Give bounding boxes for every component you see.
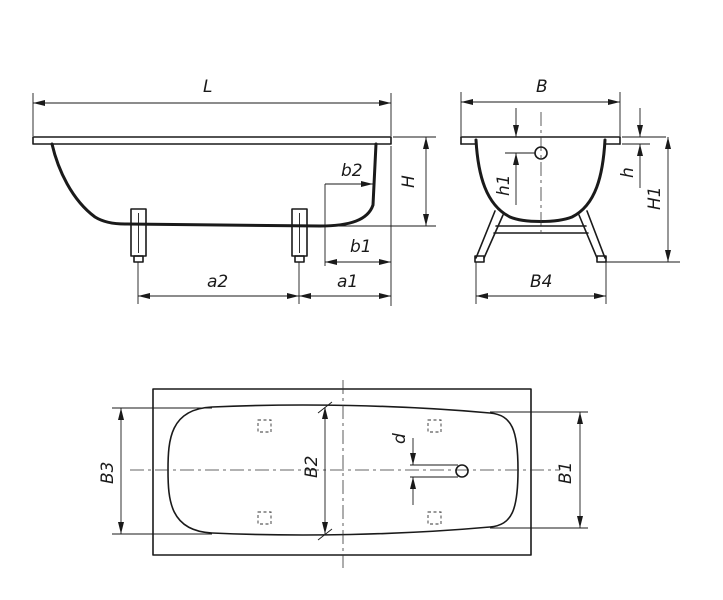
dim-label-h: h	[618, 167, 638, 178]
top-view: d B2 B1 B3	[98, 380, 588, 568]
leg-mark-top-right	[427, 419, 442, 433]
dim-label-L: L	[203, 77, 212, 97]
end-leg-frame	[474, 210, 607, 263]
dim-label-B4: B4	[530, 272, 552, 292]
end-view: B h1 h H1 B4	[460, 77, 680, 304]
leg-mark-bottom-right	[427, 511, 442, 525]
dim-label-a2: a2	[207, 272, 228, 292]
side-view: L H b2 b1 a2 a1	[32, 77, 436, 306]
leg-mark-top-left	[257, 419, 272, 433]
leg-mark-bottom-left	[257, 511, 272, 525]
dim-label-d: d	[390, 433, 410, 444]
top-outer-rim	[152, 388, 532, 556]
side-leg-left	[130, 208, 147, 263]
dim-label-B2: B2	[302, 456, 322, 478]
dim-label-H: H	[399, 175, 419, 188]
dim-label-b1: b1	[350, 237, 372, 257]
top-inner-basin	[167, 404, 519, 536]
dim-label-h1: h1	[494, 174, 514, 196]
side-rim	[32, 136, 392, 145]
drain-hole	[455, 464, 469, 478]
dim-label-B3: B3	[98, 462, 118, 484]
dim-label-B: B	[536, 77, 548, 97]
dim-label-a1: a1	[337, 272, 358, 292]
dim-label-H1: H1	[645, 186, 665, 210]
side-tub-body	[50, 142, 378, 228]
dim-label-b2: b2	[341, 161, 363, 181]
side-leg-right	[291, 208, 308, 263]
dim-label-B1: B1	[556, 462, 576, 484]
